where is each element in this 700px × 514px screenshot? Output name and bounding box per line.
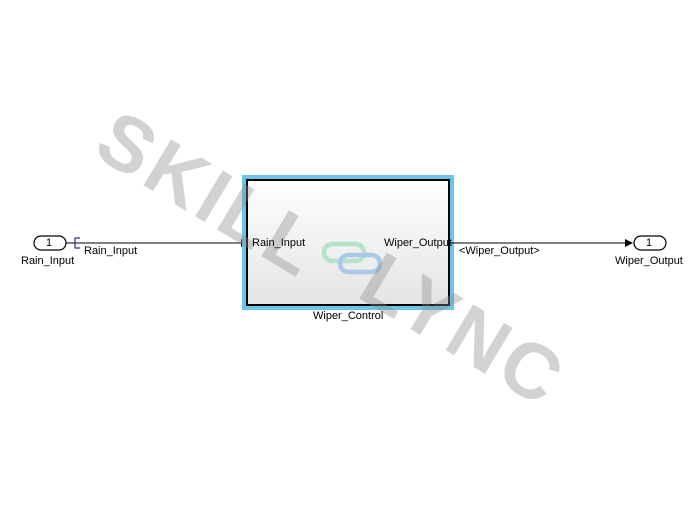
subsystem-name: Wiper_Control [313, 310, 384, 322]
subsystem-output-port-label: Wiper_Output [384, 237, 452, 249]
inport-name: Rain_Input [21, 255, 75, 267]
outport-block[interactable] [633, 235, 667, 251]
link-icon [321, 241, 383, 275]
output-signal-label: <Wiper_Output> [459, 245, 540, 257]
outport-number: 1 [646, 237, 653, 249]
outport-name: Wiper_Output [615, 255, 683, 267]
bus-element-icon [74, 237, 80, 249]
subsystem-input-port-label: Rain_Input [252, 237, 306, 249]
input-signal-label: Rain_Input [84, 245, 138, 257]
inport-number: 1 [46, 237, 53, 249]
